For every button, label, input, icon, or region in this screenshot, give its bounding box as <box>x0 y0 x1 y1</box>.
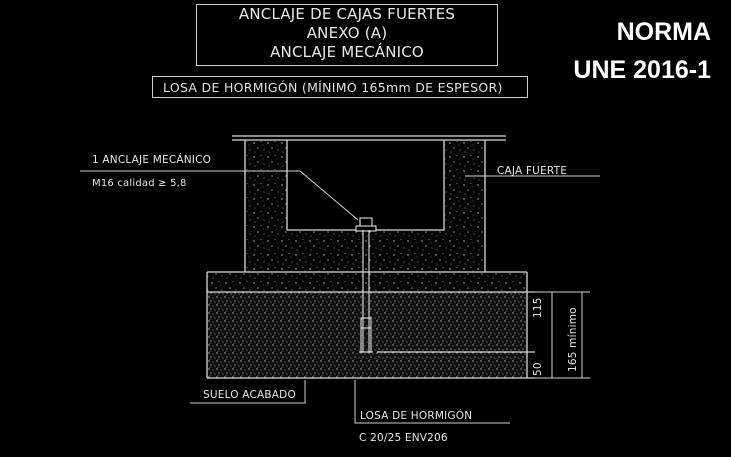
anchor-spec-label: M16 calidad ≥ 5,8 <box>92 178 187 189</box>
title-box: ANCLAJE DE CAJAS FUERTES ANEXO (A) ANCLA… <box>196 4 498 66</box>
anchor-bolt <box>355 217 377 353</box>
floor-leader <box>190 380 306 404</box>
slab-label: LOSA DE HORMIGÓN <box>360 410 473 422</box>
finished-floor <box>207 272 527 292</box>
title-line-1: ANCLAJE DE CAJAS FUERTES <box>238 5 456 23</box>
concrete-slab <box>207 292 527 378</box>
slab-leader <box>354 380 510 424</box>
subtitle-box: LOSA DE HORMIGÓN (MÍNIMO 165mm DE ESPESO… <box>152 76 528 98</box>
dimension-total: 165 mínimo <box>567 307 579 372</box>
concrete-grout <box>245 140 485 272</box>
title-line-3: ANCLAJE MECÁNICO <box>270 43 424 61</box>
finished-floor-label: SUELO ACABADO <box>203 389 296 401</box>
standard-label-line2: UNE 2016-1 <box>573 56 711 84</box>
dimension-lower: 50 <box>532 362 544 376</box>
standard-label-line1: NORMA <box>616 18 711 46</box>
slab-spec-label: C 20/25 ENV206 <box>359 432 448 444</box>
safe-label: CAJA FUERTE <box>497 165 568 177</box>
anchor-label: 1 ANCLAJE MECÁNICO <box>92 154 212 166</box>
title-line-2: ANEXO (A) <box>306 24 388 42</box>
dimension-upper: 115 <box>532 297 544 318</box>
